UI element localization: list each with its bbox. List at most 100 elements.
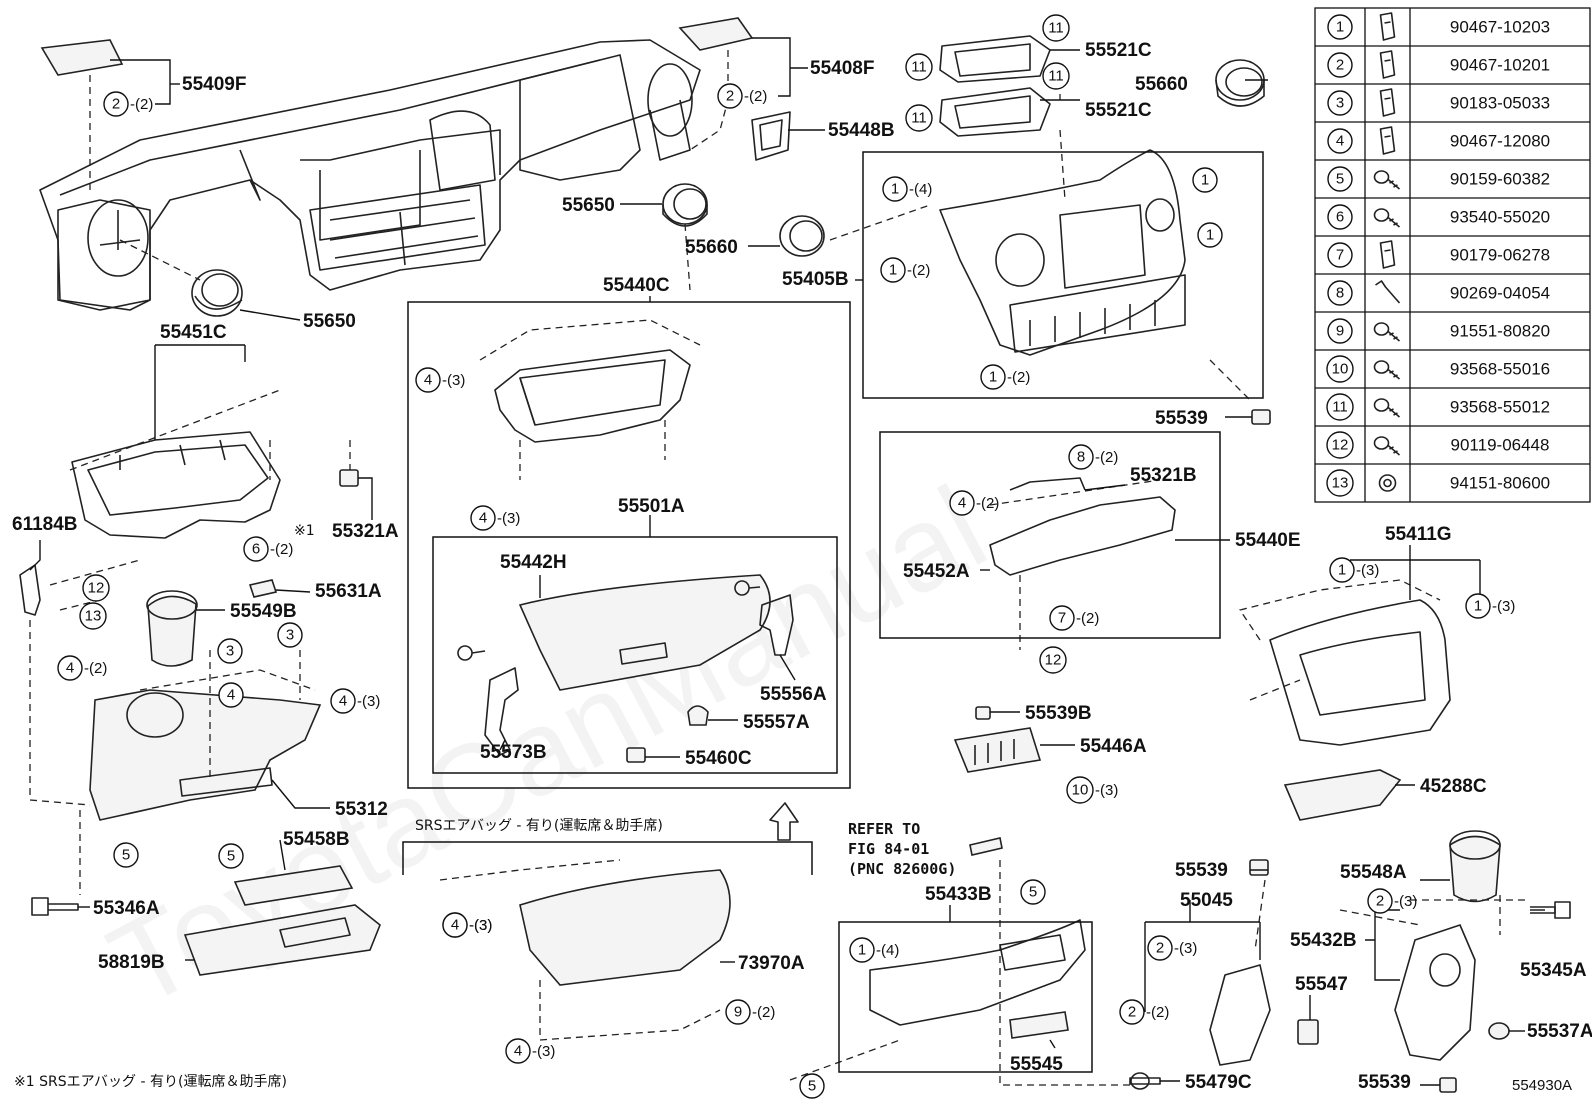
callout-circle xyxy=(1049,605,1075,631)
label-45288C: 45288C xyxy=(1420,776,1487,797)
label-55345A: 55345A xyxy=(1520,960,1587,981)
callout-number: 3 xyxy=(286,627,294,644)
callout-4: 4-(3) xyxy=(415,367,465,393)
callout-quantity: -(2) xyxy=(1007,369,1030,386)
callout-11: 11 xyxy=(1042,14,1070,42)
callout-number: 11 xyxy=(911,59,927,76)
callout-circle xyxy=(1042,62,1070,90)
callout-4: 4-(3) xyxy=(470,505,520,531)
callout-number: 9 xyxy=(734,1004,742,1021)
nut-icon xyxy=(1378,474,1397,492)
callout-circle xyxy=(82,574,110,602)
callout-1: 1-(4) xyxy=(849,937,899,963)
box-55440C xyxy=(407,301,851,789)
fastener-part-number: 93568-55016 xyxy=(1450,360,1550,379)
screw-icon xyxy=(1373,398,1401,418)
callout-1: 1-(2) xyxy=(980,364,1030,390)
callout-number: 8 xyxy=(1077,449,1085,466)
callout-quantity: -(3) xyxy=(442,372,465,389)
fastener-ref: 13 xyxy=(1332,475,1349,492)
callout-13: 13 xyxy=(79,602,107,630)
callout-number: 12 xyxy=(88,580,105,597)
callout-quantity: -(2) xyxy=(270,541,293,558)
label-55556A: 55556A xyxy=(760,684,827,705)
fastener-part-number: 90119-06448 xyxy=(1451,436,1550,455)
fastener-ref: 4 xyxy=(1336,133,1344,150)
clip-icon xyxy=(1379,88,1396,117)
callout-circle xyxy=(725,999,751,1025)
fastener-ref: 11 xyxy=(1332,399,1348,416)
screw-icon xyxy=(1373,436,1401,456)
srs-mark: ※1 xyxy=(294,523,315,539)
callout-quantity: -(4) xyxy=(876,942,899,959)
screw-icon xyxy=(1373,208,1401,228)
callout-circle xyxy=(442,912,468,938)
fastener-table-frame xyxy=(1314,7,1591,503)
callout-number: 11 xyxy=(911,110,927,127)
callout-number: 1 xyxy=(1206,227,1214,244)
callout-circle xyxy=(1192,167,1218,193)
callout-number: 4 xyxy=(451,917,459,934)
callout-circle xyxy=(905,53,933,81)
callout-quantity: -(2) xyxy=(744,88,767,105)
callout-7: 7-(2) xyxy=(1049,605,1099,631)
callout-quantity: -(3) xyxy=(469,917,492,934)
box-55440E xyxy=(879,431,1221,639)
screw-icon xyxy=(1373,170,1401,190)
label-55440E: 55440E xyxy=(1235,530,1301,551)
pin-icon xyxy=(1375,280,1401,304)
label-55479C: 55479C xyxy=(1185,1072,1252,1093)
callout-number: 4 xyxy=(958,495,966,512)
callout-circle xyxy=(1042,14,1070,42)
callout-quantity: -(2) xyxy=(752,1004,775,1021)
fastener-part-number: 93540-55020 xyxy=(1450,208,1550,227)
callout-number: 5 xyxy=(1029,884,1037,901)
callout-9: 9 -(2) xyxy=(725,999,775,1025)
callout-quantity: -(3) xyxy=(1095,782,1118,799)
callout-number: 1 xyxy=(891,181,899,198)
callout-quantity: -(3) xyxy=(1394,893,1417,910)
callout-group: 2-(2)2-(2)111111111-(4)111-(2)1-(2)4-(3)… xyxy=(57,14,1515,1099)
label-55573B: 55573B xyxy=(480,742,547,763)
callout-number: 1 xyxy=(1201,172,1209,189)
callout-quantity: -(3) xyxy=(357,693,380,710)
box-55433B xyxy=(838,921,1093,1073)
callout-circle xyxy=(980,364,1006,390)
callout-circle xyxy=(217,638,243,664)
callout-quantity: -(2) xyxy=(976,495,999,512)
callout-quantity: -(3) xyxy=(1174,940,1197,957)
label-55660-top: 55660 xyxy=(1135,74,1188,95)
callout-number: 5 xyxy=(227,848,235,865)
callout-circle xyxy=(1465,593,1491,619)
callout-4: 4-(2) xyxy=(57,655,107,681)
screw-icon xyxy=(1373,360,1401,380)
callout-11: 11 xyxy=(1042,62,1070,90)
callout-circle xyxy=(1329,557,1355,583)
label-55539-right: 55539 xyxy=(1155,408,1208,429)
label-55557A: 55557A xyxy=(743,712,810,733)
part-labels: 55409F 55408F 55521C 55521C 55660 55448B… xyxy=(12,40,1592,1094)
clip-icon xyxy=(1379,50,1396,79)
fastener-ref: 2 xyxy=(1336,57,1344,74)
callout-number: 4 xyxy=(514,1043,522,1060)
label-55045: 55045 xyxy=(1180,890,1233,911)
fastener-ref: 5 xyxy=(1336,171,1344,188)
label-55458B: 55458B xyxy=(283,829,350,850)
fastener-ref-circle xyxy=(1326,469,1354,497)
label-55312: 55312 xyxy=(335,799,388,820)
diagram-id: 554930A xyxy=(1512,1077,1572,1094)
callout-quantity: -(2) xyxy=(1076,610,1099,627)
label-55548A: 55548A xyxy=(1340,862,1407,883)
label-55448B: 55448B xyxy=(828,120,895,141)
label-55405B: 55405B xyxy=(782,269,849,290)
box-srs xyxy=(402,841,813,875)
callout-circle xyxy=(1066,776,1094,804)
callout-1: 1 xyxy=(1192,167,1218,193)
label-55650-lower: 55650 xyxy=(303,311,356,332)
callout-5: 5 xyxy=(218,843,244,869)
callout-circle xyxy=(277,622,303,648)
